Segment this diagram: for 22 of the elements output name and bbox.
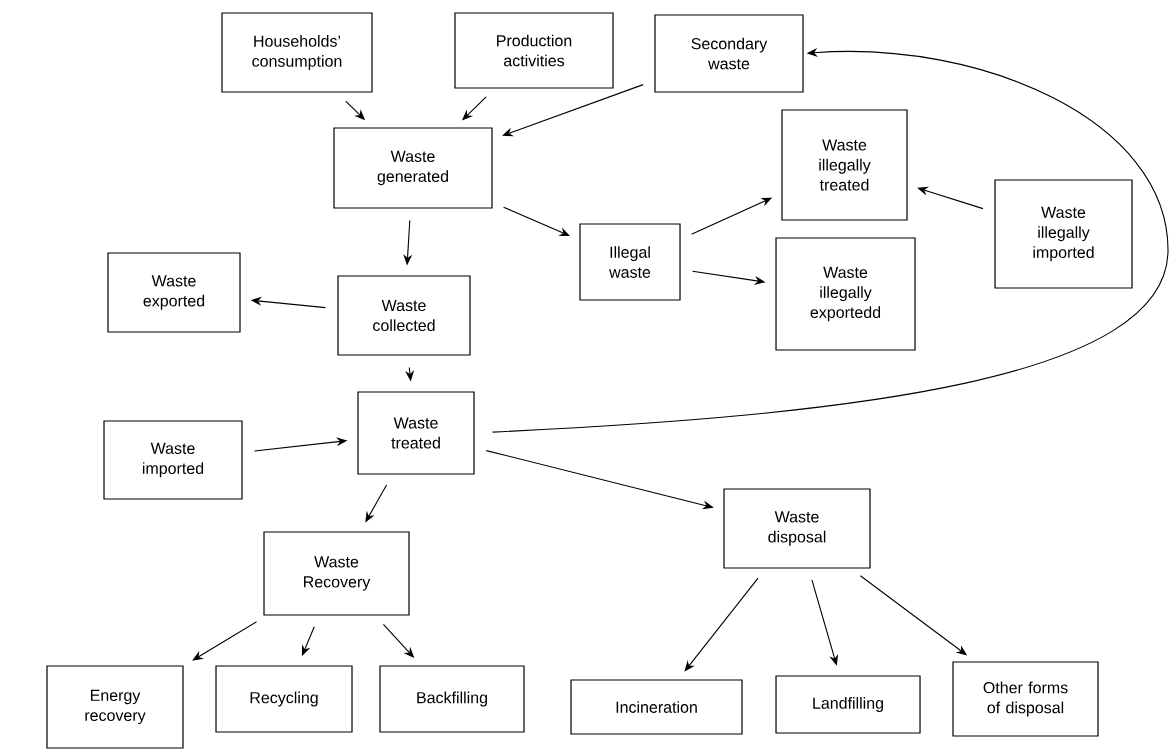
process-box: Waste exported: [107, 252, 241, 333]
process-box: Production activities: [454, 12, 614, 89]
process-box: Backfilling: [379, 665, 525, 733]
process-box: Waste disposal: [723, 488, 871, 569]
arrow: [502, 84, 644, 137]
process-box: Waste collected: [337, 275, 471, 356]
process-box: Other forms of disposal: [952, 661, 1099, 737]
process-box: Waste illegally imported: [994, 179, 1133, 289]
process-box: Incineration: [570, 679, 743, 735]
process-box: Secondary waste: [654, 14, 804, 93]
process-box: Energy recovery: [46, 665, 184, 749]
process-box: Waste illegally exportedd: [775, 237, 916, 351]
process-box: Waste generated: [333, 127, 493, 209]
process-box: Illegal waste: [579, 223, 681, 301]
arrow: [192, 621, 258, 661]
process-box: Waste illegally treated: [781, 109, 908, 221]
process-box: Waste treated: [357, 391, 475, 475]
process-box: Waste Recovery: [263, 531, 410, 616]
process-box: Landfilling: [775, 675, 921, 734]
process-box: Recycling: [215, 665, 353, 733]
process-box: Households’ consumption: [221, 12, 373, 93]
process-box: Waste imported: [103, 420, 243, 500]
